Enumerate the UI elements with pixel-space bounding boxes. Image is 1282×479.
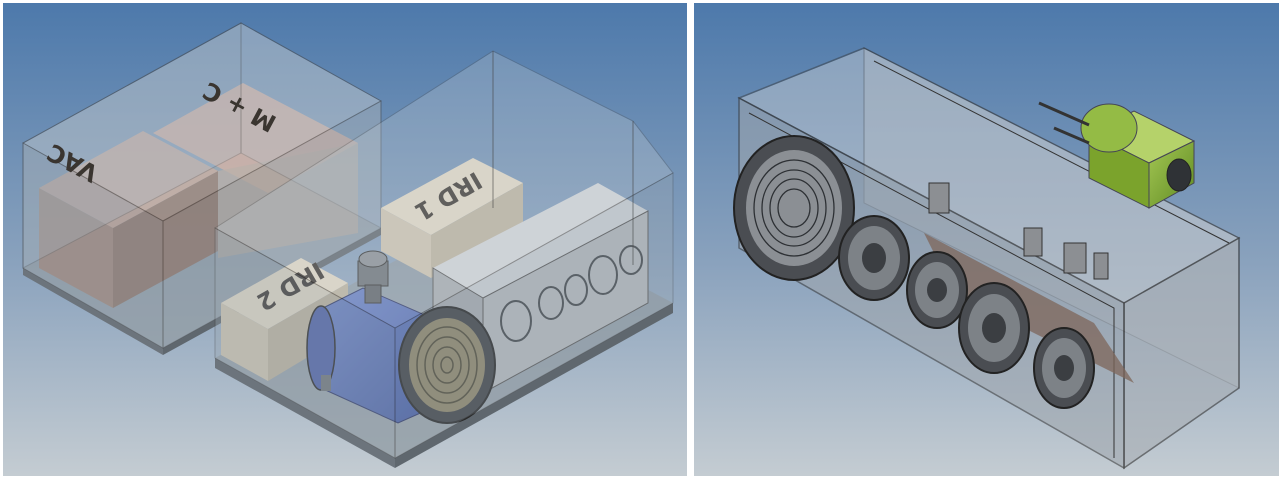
vacuum-chamber-assembly <box>733 47 1241 470</box>
left-cad-drawing: VAC M + C IRD 1 IRD 2 <box>3 3 687 476</box>
enclosure-ird: IRD 1 IRD 2 <box>214 50 674 468</box>
blue-pump <box>306 250 496 424</box>
flange-5 <box>1033 327 1095 409</box>
block-mc <box>153 83 358 258</box>
block-ird1 <box>381 158 523 278</box>
green-valve <box>1038 101 1196 209</box>
block-vac <box>39 131 218 308</box>
left-cad-view: VAC M + C IRD 1 IRD 2 <box>3 3 687 476</box>
inner-fixtures <box>928 182 1109 280</box>
right-cad-view <box>694 3 1279 476</box>
large-flange <box>733 135 855 281</box>
flange-3 <box>906 251 968 329</box>
right-cad-drawing <box>694 3 1279 476</box>
flange-2 <box>838 215 910 301</box>
flange-4 <box>958 282 1030 374</box>
